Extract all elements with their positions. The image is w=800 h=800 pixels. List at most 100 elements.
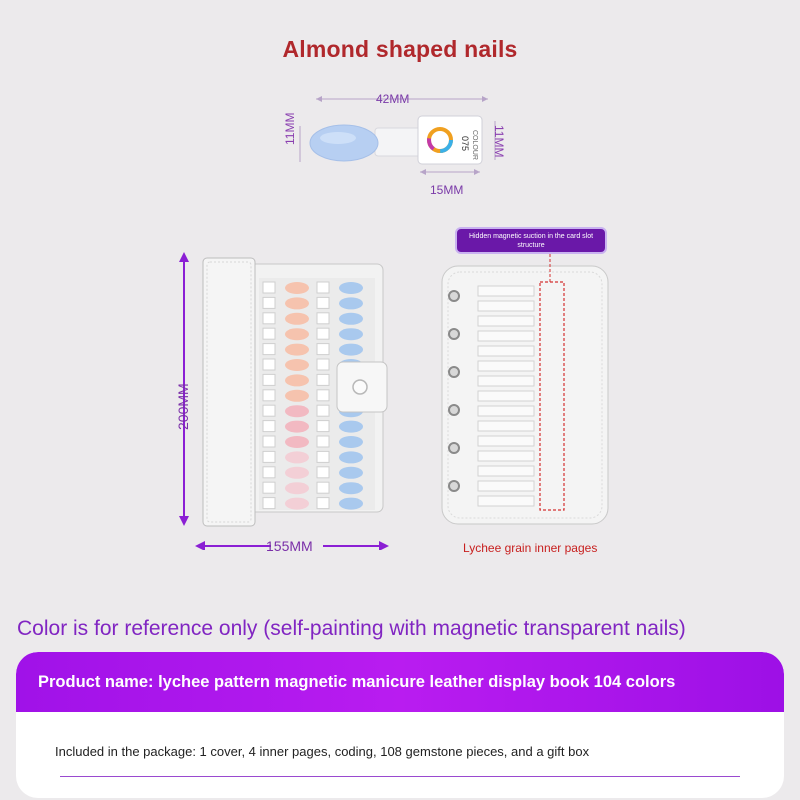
nail-tip	[285, 312, 309, 325]
callout-pointer	[549, 254, 551, 282]
nail-tip	[339, 466, 363, 479]
card-slot	[477, 300, 535, 312]
tip-label	[316, 497, 330, 510]
tip-label	[316, 389, 330, 402]
card-slot	[477, 495, 535, 507]
card-slot	[477, 285, 535, 297]
nail-tip	[285, 466, 309, 479]
tip-label	[262, 373, 276, 386]
tip-label	[316, 343, 330, 356]
card-slot	[477, 360, 535, 372]
nail-tip	[339, 497, 363, 510]
magnetic-callout: Hidden magnetic suction in the card slot…	[455, 227, 607, 254]
tip-label	[316, 450, 330, 463]
tip-label	[316, 327, 330, 340]
nail-tip	[285, 436, 309, 448]
tip-label	[262, 389, 276, 402]
card-slot	[477, 345, 535, 357]
nail-tip	[339, 312, 363, 325]
tip-label	[262, 404, 276, 417]
tip-label	[316, 373, 330, 386]
binder-hole	[448, 366, 460, 378]
nail-tip	[285, 343, 309, 356]
tip-label	[262, 343, 276, 356]
tip-label	[262, 481, 276, 494]
book-width-label: 155MM	[266, 538, 313, 554]
tab-number: 075	[460, 136, 470, 151]
nail-tip	[339, 436, 363, 448]
binder-hole	[448, 404, 460, 416]
nail-tip	[339, 343, 363, 356]
divider	[60, 776, 740, 777]
binder-hole	[448, 290, 460, 302]
tip-label	[262, 497, 276, 510]
nail-tip	[339, 297, 363, 310]
nail-tip	[285, 482, 309, 495]
card-slot	[477, 375, 535, 387]
tip-label	[316, 358, 330, 371]
tip-label	[262, 296, 276, 309]
tip-label	[316, 481, 330, 494]
tip-label	[262, 466, 276, 479]
tip-label	[316, 312, 330, 325]
nail-tip	[285, 359, 309, 371]
tip-label	[262, 358, 276, 371]
reference-note: Color is for reference only (self-painti…	[17, 617, 686, 640]
tip-label	[262, 281, 276, 294]
nail-tip	[285, 297, 309, 310]
tip-label	[316, 404, 330, 417]
card-slot	[477, 435, 535, 447]
card-slot	[477, 480, 535, 492]
tip-label	[316, 281, 330, 294]
snap-button	[352, 379, 368, 395]
display-book-illustration	[179, 252, 389, 550]
product-band: Product name: lychee pattern magnetic ma…	[16, 652, 784, 712]
nail-tip	[285, 497, 309, 510]
package-contents: Included in the package: 1 cover, 4 inne…	[55, 744, 590, 759]
book-cover	[202, 257, 256, 527]
card-slot	[477, 465, 535, 477]
tip-label	[262, 450, 276, 463]
tip-label	[262, 327, 276, 340]
inner-page-illustration	[441, 265, 609, 525]
product-name: Product name: lychee pattern magnetic ma…	[38, 673, 676, 691]
nail-tip	[285, 405, 309, 418]
nail-tip	[339, 282, 363, 294]
nail-tip	[285, 374, 309, 387]
tip-label	[262, 435, 276, 448]
binder-hole	[448, 480, 460, 492]
card-slot	[477, 450, 535, 462]
card-slot	[477, 330, 535, 342]
nail-tip	[339, 420, 363, 433]
card-slot	[477, 405, 535, 417]
nail-tip	[285, 389, 309, 402]
book-height-label: 200MM	[175, 383, 191, 430]
tip-label	[262, 312, 276, 325]
tip-width-label: 42MM	[376, 92, 410, 106]
tip-label	[316, 435, 330, 448]
tab-word: COLOUR	[471, 130, 478, 160]
tip-label	[316, 296, 330, 309]
card-slot	[477, 315, 535, 327]
nail-tip	[285, 420, 309, 433]
inner-page-label: Lychee grain inner pages	[463, 541, 598, 555]
nail-tip	[339, 328, 363, 341]
binder-hole	[448, 442, 460, 454]
tip-height-left-label: 11MM	[283, 112, 297, 145]
binder-hole	[448, 328, 460, 340]
tab-width-label: 15MM	[430, 183, 464, 197]
card-slot	[477, 390, 535, 402]
card-slot	[477, 420, 535, 432]
magnetic-slot-highlight	[539, 281, 565, 511]
nail-tip	[339, 451, 363, 464]
nail-tip	[285, 328, 309, 341]
tip-label	[262, 420, 276, 433]
tip-label	[316, 420, 330, 433]
page-title: Almond shaped nails	[282, 36, 518, 62]
nail-tip	[285, 282, 309, 294]
nail-tip	[285, 451, 309, 464]
product-card: Product name: lychee pattern magnetic ma…	[16, 652, 784, 798]
nail-tip-diagram: 075 COLOUR	[299, 96, 496, 175]
nail-tip	[339, 482, 363, 495]
tip-label	[316, 466, 330, 479]
